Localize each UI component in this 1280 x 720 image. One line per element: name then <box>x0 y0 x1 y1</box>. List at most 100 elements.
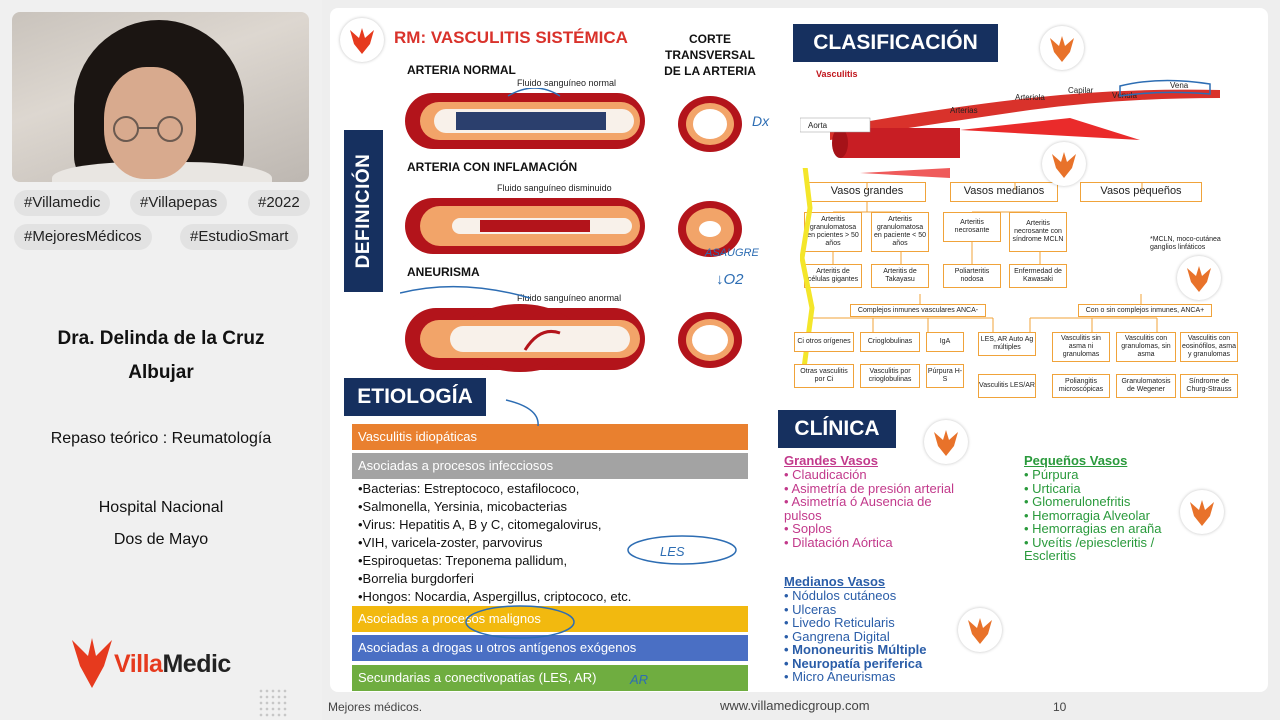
box-les-ar: LES, AR Auto Ag múltiples <box>978 332 1036 356</box>
vessel-aorta: Aorta <box>808 121 828 130</box>
mcln-note: *MCLN, moco-cutánea ganglios linfáticos <box>1150 236 1221 251</box>
etiologia-banner: ETIOLOGÍA <box>344 378 486 416</box>
doctor-name: Dra. Delinda de la Cruz Albujar <box>0 322 322 390</box>
box-otras-vasculitis: Otras vasculitis por Ci <box>794 364 854 388</box>
box-iga: IgA <box>926 332 964 352</box>
clin-item: • Livedo Reticularis <box>784 615 895 630</box>
header-vasos-medianos: Vasos medianos <box>950 182 1058 202</box>
hashtag: #Villamedic <box>14 190 111 216</box>
sidebar: #Villamedic #Villapepas #2022 #MejoresMé… <box>0 0 322 720</box>
bullet-item: •Borrelia burgdorferi <box>358 571 474 586</box>
clin-item: • Urticaria <box>1024 480 1081 496</box>
annotation-dx: Dx <box>752 113 770 129</box>
header-vasos-grandes: Vasos grandes <box>808 182 926 202</box>
bullet-item: •Salmonella, Yersinia, micobacterias <box>358 499 568 514</box>
annotation-sangre: ASAUGRE <box>704 247 759 259</box>
footer-left: Mejores médicos. <box>328 700 423 714</box>
annotation-o2: ↓O2 <box>716 271 744 288</box>
doctor-name-line2: Albujar <box>128 362 194 383</box>
webcam-video <box>12 12 309 182</box>
grandes-vasos-title: Grandes Vasos <box>784 453 878 468</box>
logo-text-b: Medic <box>162 650 231 678</box>
slide-title: RM: VASCULITIS SISTÉMICA <box>394 28 628 47</box>
bar-infecciosos: Asociadas a procesos infecciosos <box>352 453 748 479</box>
tree-connectors <box>800 168 1158 368</box>
footer-url: www.villamedicgroup.com <box>720 698 870 713</box>
clin-item: • Claudicación <box>784 467 867 482</box>
box-poliangitis: Poliangitis microscópicas <box>1052 374 1110 398</box>
grandes-vasos-section: Grandes Vasos • Claudicación • Asimetría… <box>784 453 970 549</box>
clin-item: • Asimetría de presión arterial <box>784 480 955 496</box>
pequenos-vasos-title: Pequeños Vasos <box>1024 453 1128 468</box>
corte-line3: DE LA ARTERIA <box>664 64 756 78</box>
bullet-list: •Bacterias: Estreptococo, estafilococo, … <box>358 480 631 606</box>
box-vasculitis-les: Vasculitis LES/AR <box>978 374 1036 398</box>
logo-text-a: Villa <box>114 650 163 678</box>
box-con-granulomas: Vasculitis con granulomas, sin asma <box>1116 332 1176 362</box>
flow-anormal-label: Fluido sanguíneo anormal <box>517 293 622 303</box>
complejos-anca-negativo: Complejos inmunes vasculares ANCA- <box>850 304 986 317</box>
box-kawasaki: Enfermedad de Kawasaki <box>1009 264 1067 288</box>
vessel-arterias: Arterias <box>950 106 978 115</box>
glasses-icon <box>113 116 183 142</box>
definicion-banner: DEFINICIÓN <box>344 130 383 292</box>
flow-disminuido-label: Fluido sanguíneo disminuido <box>497 183 612 193</box>
etiologia-annotations: LES AR <box>465 399 737 687</box>
clin-item: • Hemorragias en araña <box>1024 521 1162 536</box>
clin-item: • Soplos <box>784 521 832 536</box>
bar-drogas: Asociadas a drogas u otros antígenos exó… <box>352 635 748 661</box>
box-ci-otros: Ci otros orígenes <box>794 332 854 352</box>
villamedic-logo: VillaMedic <box>68 632 258 692</box>
box-poliarteritis: Poliarteritis nodosa <box>943 264 1001 288</box>
clin-item: • Hemorragia Alveolar <box>1024 507 1150 523</box>
medianos-vasos-title: Medianos Vasos <box>784 574 886 589</box>
annotation-ar: AR <box>629 672 648 687</box>
arteria-inflamacion-label: ARTERIA CON INFLAMACIÓN <box>407 160 578 174</box>
pequenos-vasos-section: Pequeños Vasos • Púrpura • Urticaria • G… <box>1024 453 1184 563</box>
bar-idiopaticas: Vasculitis idiopáticas <box>352 424 748 450</box>
clin-item: • Neuropatía periferica <box>784 655 923 671</box>
arteria-normal-label: ARTERIA NORMAL <box>407 63 516 77</box>
corte-line2: TRANSVERSAL <box>664 48 755 62</box>
annotation-les: LES <box>660 544 685 559</box>
topic: Repaso teórico : Reumatología <box>50 430 272 447</box>
slide-logo-icon <box>340 18 384 62</box>
bullet-item: •Espiroquetas: Treponema pallidum, <box>358 553 568 568</box>
box-crioglobulinas: Crioglobulinas <box>860 332 920 352</box>
clin-item: • Gangrena Digital <box>784 628 890 644</box>
bullet-item: •VIH, varicela-zoster, parvovirus <box>358 535 543 550</box>
clin-item: • Dilatación Aórtica <box>784 534 893 550</box>
hashtag: #EstudioSmart <box>180 224 299 250</box>
clasificacion-banner: CLASIFICACIÓN <box>793 24 998 62</box>
box-churg-strauss: Síndrome de Churg-Strauss <box>1180 374 1238 398</box>
hospital-line1: Hospital Nacional <box>98 499 224 516</box>
slide-logo-icon-3 <box>1177 256 1221 300</box>
vasculitis-label: Vasculitis <box>816 69 858 79</box>
box-arteritis-mayor50: Arteritis granulomatosa en pcientes > 50… <box>804 212 862 252</box>
box-sin-asma: Vasculitis sin asma ni granulomas <box>1052 332 1110 362</box>
doctor-name-line1: Dra. Delinda de la Cruz <box>57 328 265 349</box>
slide: RM: VASCULITIS SISTÉMICA CORTE TRANSVERS… <box>330 8 1268 692</box>
logo-text: VillaMedic <box>114 650 231 679</box>
hashtag: #MejoresMédicos <box>14 224 152 250</box>
flow-normal-label: Fluido sanguíneo normal <box>517 78 617 88</box>
slide-logo-icon-2 <box>1040 26 1084 70</box>
bullet-item: •Virus: Hepatitis A, B y C, citomegalovi… <box>358 517 602 532</box>
slide-logo-icon-4 <box>1042 142 1086 186</box>
box-vasculitis-crioglob: Vasculitis por crioglobulinas <box>860 364 920 388</box>
box-arteritis-mcln: Arteritis necrosante con síndrome MCLN <box>1009 212 1067 252</box>
vessel-arteriola: Arteriola <box>1015 93 1045 102</box>
hospital: Hospital Nacional Dos de Mayo <box>0 492 322 556</box>
box-celulas-gigantes: Arteritis de células gigantes <box>804 264 862 288</box>
box-arteritis-menor50: Arteritis granulomatosa en paciente < 50… <box>871 212 929 252</box>
slide-logo-icon-7 <box>958 608 1002 652</box>
hospital-line2: Dos de Mayo <box>113 531 209 548</box>
corte-transversal-label: CORTE TRANSVERSAL DE LA ARTERIA <box>660 31 760 79</box>
slide-logo-icon-6 <box>1180 490 1224 534</box>
clin-item: • Glomerulonefritis <box>1024 494 1131 509</box>
definicion-label: DEFINICIÓN <box>352 153 374 269</box>
dot-pattern <box>258 688 288 718</box>
clin-item: • Nódulos cutáneos <box>784 588 897 603</box>
page-number: 10 <box>1053 700 1067 714</box>
phoenix-icon <box>72 638 112 688</box>
